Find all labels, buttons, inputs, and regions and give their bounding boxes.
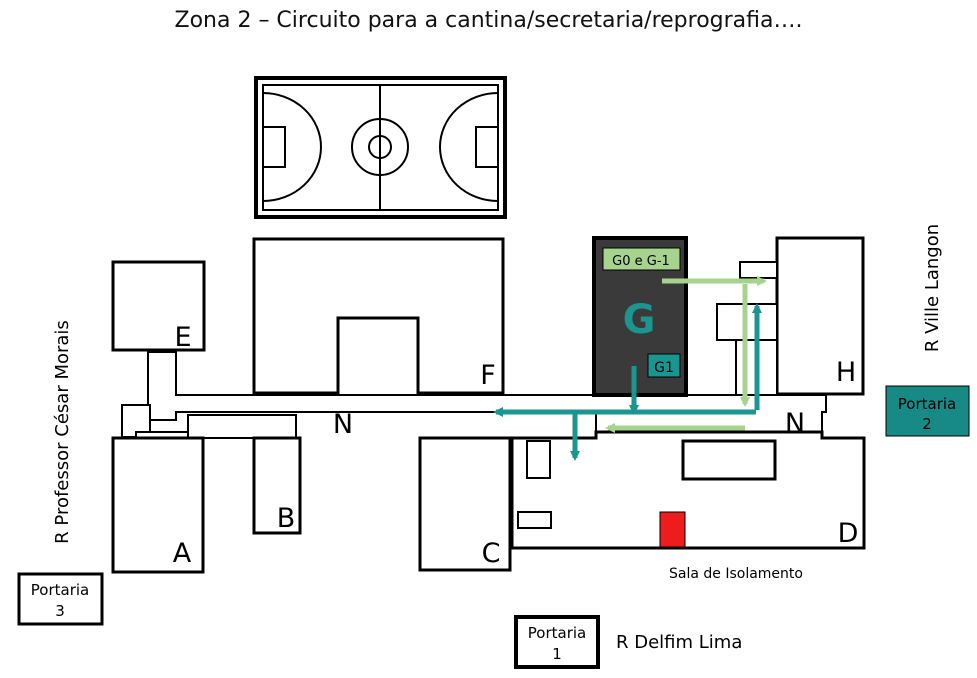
building-labels: E F A B C D H N N [173,322,859,569]
portaria-3-line2: 3 [55,602,65,620]
map-title: Zona 2 – Circuito para a cantina/secreta… [174,8,803,33]
label-n1: N [333,409,353,440]
label-g: G [623,297,656,343]
portarias [17,385,970,669]
street-left: R Professor César Morais [52,320,73,544]
portaria-3-line1: Portaria [31,581,89,599]
label-g0: G0 e G-1 [612,254,670,269]
building-a [111,436,205,574]
label-d: D [838,518,859,549]
building-f [252,237,505,395]
sports-field [254,76,507,219]
building-g [592,236,688,397]
route-arrows-teal [493,303,762,461]
portaria-3 [17,572,104,626]
label-b: B [277,503,296,534]
building-e [111,260,206,352]
label-h: H [836,357,856,388]
portaria-2 [885,385,970,437]
isolation-room-label: Sala de Isolamento [669,566,803,582]
label-g1: G1 [654,360,674,376]
label-f: F [480,360,496,391]
portaria-1-line1: Portaria [528,624,586,642]
label-e: E [174,322,191,353]
route-arrows-green [605,276,767,433]
portaria-labels: Portaria 2 Portaria 3 Portaria 1 [31,395,956,663]
label-a: A [173,538,192,569]
building-h [775,236,865,396]
portaria-1-line2: 1 [552,645,562,663]
street-right: R Ville Langon [922,224,943,352]
buildings [111,236,866,574]
label-c: C [482,538,501,569]
label-n2: N [785,408,805,439]
portaria-2-line1: Portaria [898,395,956,413]
isolation-room-marker [659,511,686,548]
portaria-1 [514,615,600,669]
building-b [252,436,302,535]
building-c [418,436,512,572]
portaria-2-line2: 2 [922,415,932,433]
street-bottom: R Delfim Lima [616,632,742,653]
